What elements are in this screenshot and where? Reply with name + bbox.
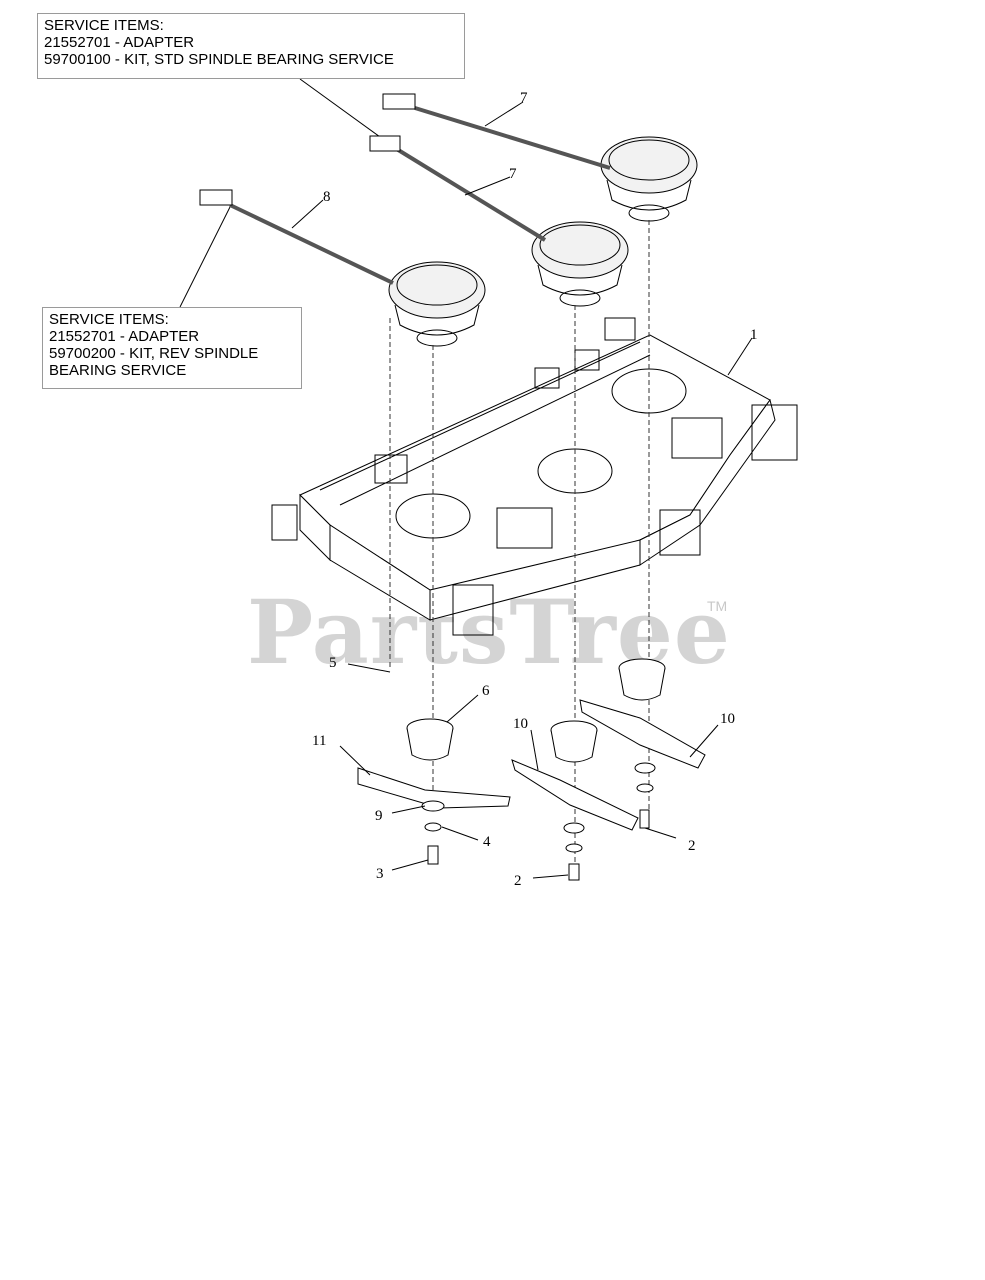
- service-items-box-std: SERVICE ITEMS: 21552701 - ADAPTER 597001…: [37, 13, 465, 79]
- spindle-motor-left: [388, 261, 486, 347]
- bearing-cup-right: [618, 658, 666, 701]
- service-items-box-rev: SERVICE ITEMS: 21552701 - ADAPTER 597002…: [42, 307, 302, 389]
- callout-3: 3: [376, 866, 384, 882]
- blade-middle: [511, 759, 639, 831]
- adapter-part-line: 21552701 - ADAPTER: [44, 34, 195, 51]
- callout-7-lower: 7: [509, 166, 517, 182]
- rev-spindle-kit-line-2: BEARING SERVICE: [49, 362, 187, 379]
- wire-harness-8: [199, 189, 394, 285]
- mower-deck: [271, 317, 798, 636]
- bearing-cup-middle: [550, 720, 598, 763]
- wire-harness-7-lower: [369, 135, 547, 242]
- callout-7-upper: 7: [520, 90, 528, 106]
- adapter-part-line: 21552701 - ADAPTER: [49, 328, 200, 345]
- service-items-heading: SERVICE ITEMS:: [44, 17, 164, 34]
- callout-11: 11: [312, 733, 326, 749]
- std-spindle-kit-line: 59700100 - KIT, STD SPINDLE BEARING SERV…: [44, 51, 394, 68]
- callout-8: 8: [323, 189, 331, 205]
- callout-4: 4: [483, 834, 491, 850]
- callout-1: 1: [750, 327, 758, 343]
- rev-spindle-kit-line: 59700200 - KIT, REV SPINDLE: [49, 345, 259, 362]
- blade-left: [357, 767, 511, 809]
- callout-10-middle: 10: [513, 716, 528, 732]
- callout-2-lower: 2: [514, 873, 522, 889]
- spindle-motor-middle: [531, 221, 629, 307]
- callout-6: 6: [482, 683, 490, 699]
- blade-right: [579, 699, 706, 769]
- callout-2-right: 2: [688, 838, 696, 854]
- callout-9: 9: [375, 808, 383, 824]
- spindle-motor-right: [600, 136, 698, 222]
- service-items-heading: SERVICE ITEMS:: [49, 311, 169, 328]
- watermark-trademark: TM: [707, 598, 728, 614]
- bearing-cup-left: [406, 718, 454, 761]
- callout-5: 5: [329, 655, 337, 671]
- wire-harness-7-upper: [382, 93, 611, 170]
- callout-10-right: 10: [720, 711, 735, 727]
- leader-service-rev: [179, 206, 231, 308]
